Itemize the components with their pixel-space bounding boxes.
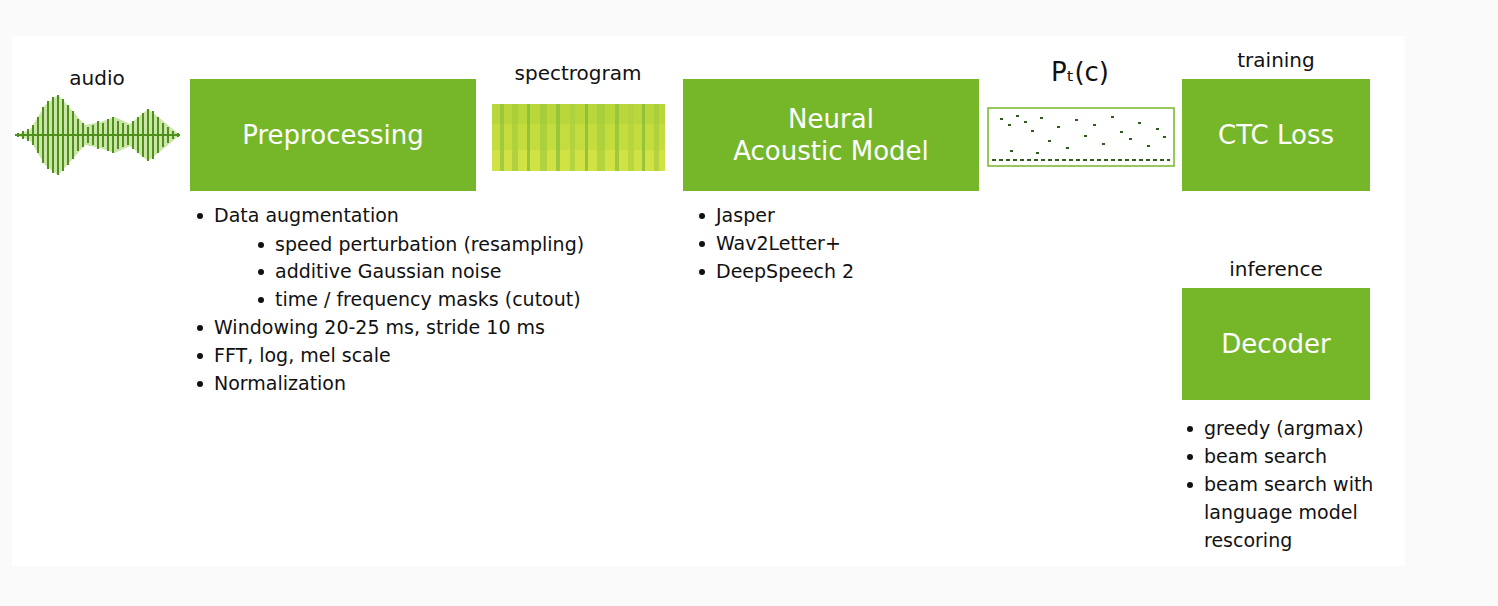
bullet-item: greedy (argmax) <box>1204 414 1364 442</box>
image-caption: audio <box>69 66 124 90</box>
label-text: Wav2Letter+ <box>716 232 841 254</box>
matrix-blank-row <box>992 159 1170 161</box>
spectrogram-stripe <box>654 104 659 171</box>
spectrogram-stripe <box>570 104 575 171</box>
spectrogram-stripe <box>512 104 518 171</box>
spectrogram-stripe <box>615 104 619 171</box>
spectrogram-stripe <box>642 104 645 171</box>
label-text: Jasper <box>716 204 775 226</box>
bullet-item: DeepSpeech 2 <box>716 257 854 285</box>
label-text: additive Gaussian noise <box>275 260 502 282</box>
box-label: CTC Loss <box>1218 119 1334 151</box>
spectrogram-stripe <box>556 104 560 171</box>
bullet-item: Jasper <box>716 201 775 229</box>
spectrogram-stripe <box>628 104 634 171</box>
spectrogram-stripe <box>527 104 530 171</box>
bullet-item: Data augmentation <box>214 201 399 229</box>
bullet-dot <box>197 353 203 359</box>
audio-waveform <box>15 95 180 175</box>
label-text: time / frequency masks (cutout) <box>275 288 581 310</box>
bullet-item: FFT, log, mel scale <box>214 341 391 369</box>
bullet-dot <box>1187 482 1193 488</box>
waveform-envelope <box>15 95 180 175</box>
label-text: beam search with language model rescorin… <box>1204 473 1373 551</box>
bullet-item: beam search <box>1204 442 1327 470</box>
bullet-dot <box>258 269 264 275</box>
bullet-dot <box>197 381 203 387</box>
bullet-item: beam search with language model rescorin… <box>1204 470 1396 554</box>
matrix-frame <box>988 108 1174 166</box>
image-caption: spectrogram <box>515 61 642 85</box>
box-label: Preprocessing <box>242 119 423 151</box>
label-text: FFT, log, mel scale <box>214 344 391 366</box>
spectrogram-stripe <box>585 104 588 171</box>
spectrogram-ground <box>492 104 665 171</box>
label-text: Normalization <box>214 372 346 394</box>
box-label: Neural Acoustic Model <box>731 103 931 167</box>
spectrogram-stripe <box>597 104 605 171</box>
bullet-dot <box>699 269 705 275</box>
bullet-dot <box>258 242 264 248</box>
sub-bullet-item: speed perturbation (resampling) <box>275 230 584 258</box>
label-text: greedy (argmax) <box>1204 417 1364 439</box>
bullet-dot <box>197 213 203 219</box>
bullet-dot <box>699 241 705 247</box>
box-label: Decoder <box>1221 328 1330 360</box>
process-box: Preprocessing <box>190 79 476 191</box>
bullet-dot <box>1187 426 1193 432</box>
label-text: DeepSpeech 2 <box>716 260 854 282</box>
image-caption: Pₜ(c) <box>1051 57 1109 87</box>
sub-bullet-item: time / frequency masks (cutout) <box>275 285 581 313</box>
spectrogram-image <box>492 104 665 171</box>
probability-matrix-image <box>988 108 1174 166</box>
spectrogram-stripe <box>500 104 504 171</box>
process-box: inferenceDecoder <box>1182 288 1370 400</box>
box-heading: inference <box>1182 257 1370 281</box>
sub-bullet-item: additive Gaussian noise <box>275 257 502 285</box>
bullet-dot <box>1187 454 1193 460</box>
label-text: audio <box>69 66 124 90</box>
label-text: Data augmentation <box>214 204 399 226</box>
spectrogram-stripe <box>540 104 547 171</box>
bullet-item: Wav2Letter+ <box>716 229 841 257</box>
label-text: beam search <box>1204 445 1327 467</box>
matrix-dots <box>1000 115 1166 154</box>
bullet-dot <box>197 325 203 331</box>
bullet-dot <box>258 297 264 303</box>
process-box: trainingCTC Loss <box>1182 79 1370 191</box>
process-box: Neural Acoustic Model <box>683 79 979 191</box>
waveform-bars <box>15 95 180 175</box>
label-text: speed perturbation (resampling) <box>275 233 584 255</box>
label-text: spectrogram <box>515 61 642 85</box>
bullet-item: Windowing 20-25 ms, stride 10 ms <box>214 313 545 341</box>
label-text: Windowing 20-25 ms, stride 10 ms <box>214 316 545 338</box>
label-text: Pₜ(c) <box>1051 57 1109 87</box>
bullet-item: Normalization <box>214 369 346 397</box>
bullet-dot <box>699 213 705 219</box>
box-heading: training <box>1182 48 1370 72</box>
